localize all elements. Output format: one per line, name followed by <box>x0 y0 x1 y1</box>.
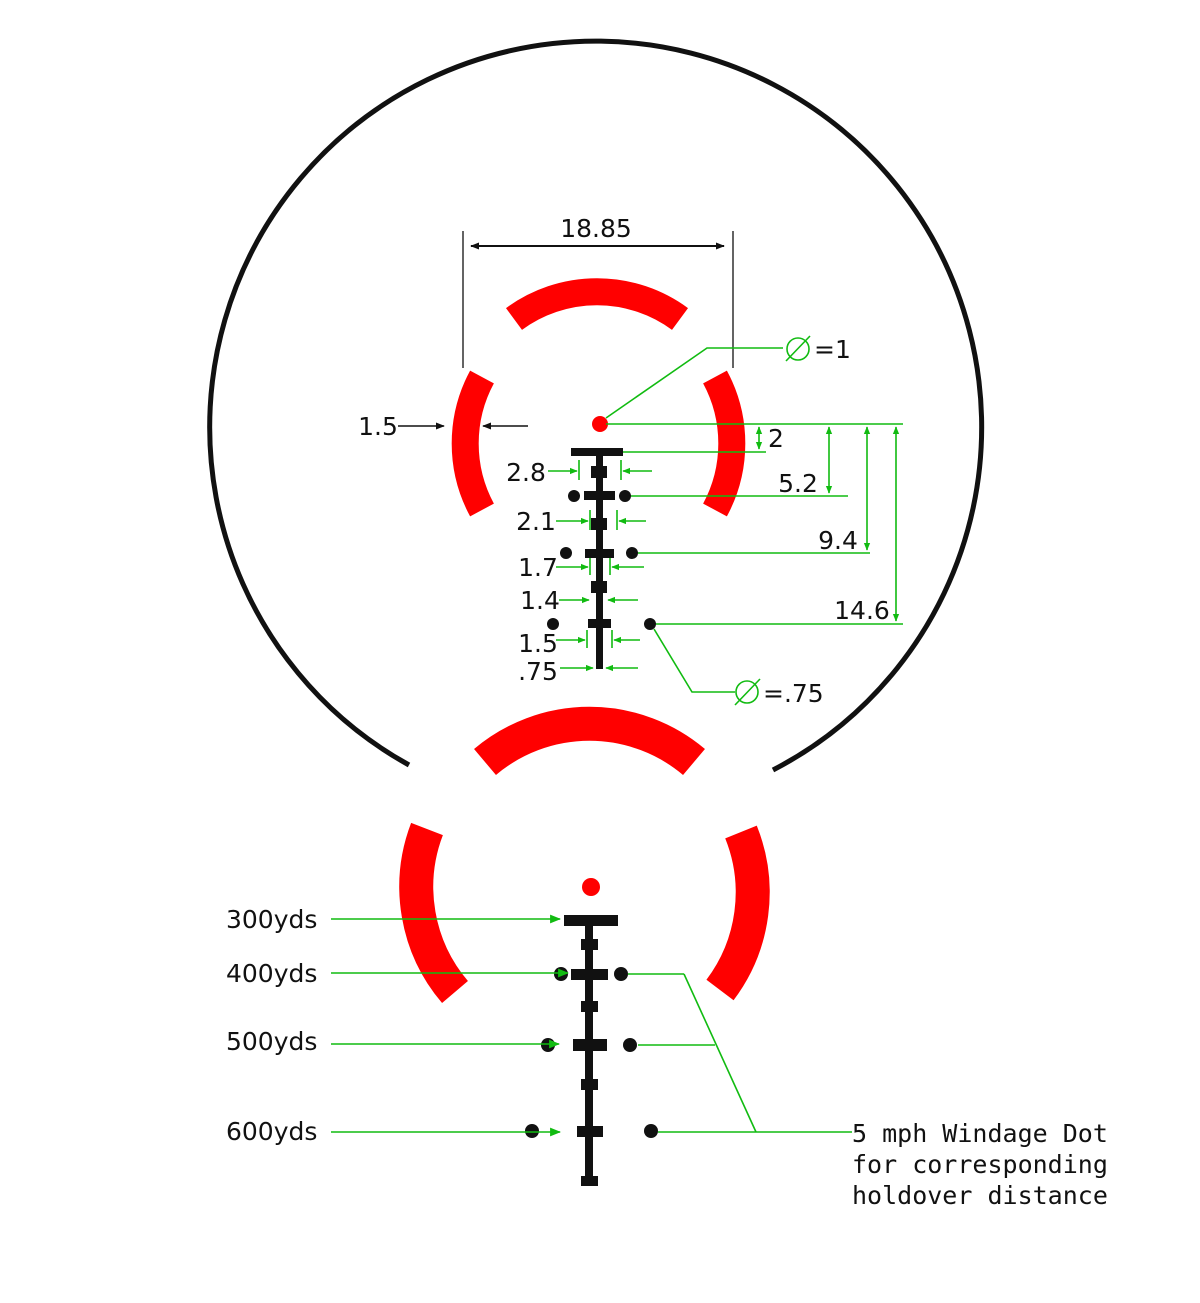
holdover-ladder-bottom <box>525 915 658 1186</box>
drop-label-9-4: 9.4 <box>818 526 858 555</box>
windage-dot <box>644 618 656 630</box>
windage-leaders <box>628 973 852 1133</box>
ring-segment-right <box>702 370 746 517</box>
red-ring-bottom <box>399 706 770 1004</box>
ladder-stem <box>596 452 603 669</box>
holdover-view: 300yds 400yds 500yds 600yds 5 mph Windag… <box>226 706 1108 1210</box>
bar-width-label-2-1: 2.1 <box>516 507 556 536</box>
ring-segment-left <box>399 822 469 1004</box>
ladder-tick <box>581 939 598 950</box>
ladder-tick <box>591 518 607 530</box>
scope-view: 18.85 1.5 =1 2 <box>207 38 985 773</box>
ladder-tick <box>581 1001 598 1012</box>
windage-dot <box>560 547 572 559</box>
windage-dot <box>525 1124 539 1138</box>
ladder-tick <box>591 466 607 478</box>
windage-dot <box>623 1038 637 1052</box>
bar-width-label-1-5: 1.5 <box>518 629 558 658</box>
ring-segment-left <box>451 370 495 517</box>
ladder-bar <box>573 1039 607 1051</box>
range-label-300: 300yds <box>226 905 317 934</box>
range-label-400: 400yds <box>226 959 317 988</box>
ring-width-label: 18.85 <box>560 214 632 243</box>
windage-dot <box>547 618 559 630</box>
stem-width-label: .75 <box>518 657 558 686</box>
ladder-tick <box>591 581 607 593</box>
windage-note-line-2: for corresponding <box>852 1150 1108 1179</box>
ring-width-dimension: 18.85 <box>462 214 734 368</box>
holdover-ladder-top <box>547 448 656 669</box>
ladder-foot <box>581 1176 598 1186</box>
windage-dot-callout: =.75 <box>653 628 824 708</box>
segment-thickness-label: 1.5 <box>358 412 398 441</box>
range-label-500: 500yds <box>226 1027 317 1056</box>
diameter-icon <box>734 678 761 706</box>
ladder-bar <box>588 619 611 628</box>
scope-outline <box>207 38 985 773</box>
bar-width-dimensions: 2.8 2.1 1.7 1.4 1.5 .75 <box>506 458 652 686</box>
bar-width-label-1-4: 1.4 <box>520 586 560 615</box>
segment-thickness-dimension: 1.5 <box>358 412 528 441</box>
windage-dot <box>568 490 580 502</box>
ladder-bar <box>585 549 614 558</box>
center-dot <box>592 416 608 432</box>
windage-dot <box>626 547 638 559</box>
drop-dimensions: 2 5.2 9.4 14.6 <box>606 423 903 625</box>
windage-note: 5 mph Windage Dot for corresponding hold… <box>852 1119 1108 1210</box>
windage-dot <box>614 967 628 981</box>
ladder-tick <box>581 1079 598 1090</box>
windage-note-line-3: holdover distance <box>852 1181 1108 1210</box>
ring-segment-top <box>506 278 688 331</box>
drop-label-2: 2 <box>768 424 784 453</box>
range-label-600: 600yds <box>226 1117 317 1146</box>
range-arrows <box>331 914 570 1137</box>
windage-dot <box>541 1038 555 1052</box>
ring-segment-right <box>706 825 770 1001</box>
center-dot-callout: =1 <box>605 335 851 419</box>
windage-note-line-1: 5 mph Windage Dot <box>852 1119 1108 1148</box>
windage-dot <box>644 1124 658 1138</box>
drop-label-5-2: 5.2 <box>778 469 818 498</box>
windage-dot-diameter-label: =.75 <box>763 679 824 708</box>
ring-segment-top <box>474 706 705 776</box>
windage-dot <box>619 490 631 502</box>
drop-label-14-6: 14.6 <box>834 596 890 625</box>
ladder-bar <box>584 491 615 500</box>
diameter-icon <box>785 335 811 362</box>
bar-width-label-2-8: 2.8 <box>506 458 546 487</box>
ladder-stem <box>585 920 593 1186</box>
center-dot <box>582 878 600 896</box>
bar-width-label-1-7: 1.7 <box>518 553 558 582</box>
center-dot-diameter-label: =1 <box>814 335 851 364</box>
ladder-bar <box>571 969 608 980</box>
red-ring-top <box>451 278 746 517</box>
ladder-bar <box>577 1126 603 1137</box>
windage-dot <box>554 967 568 981</box>
